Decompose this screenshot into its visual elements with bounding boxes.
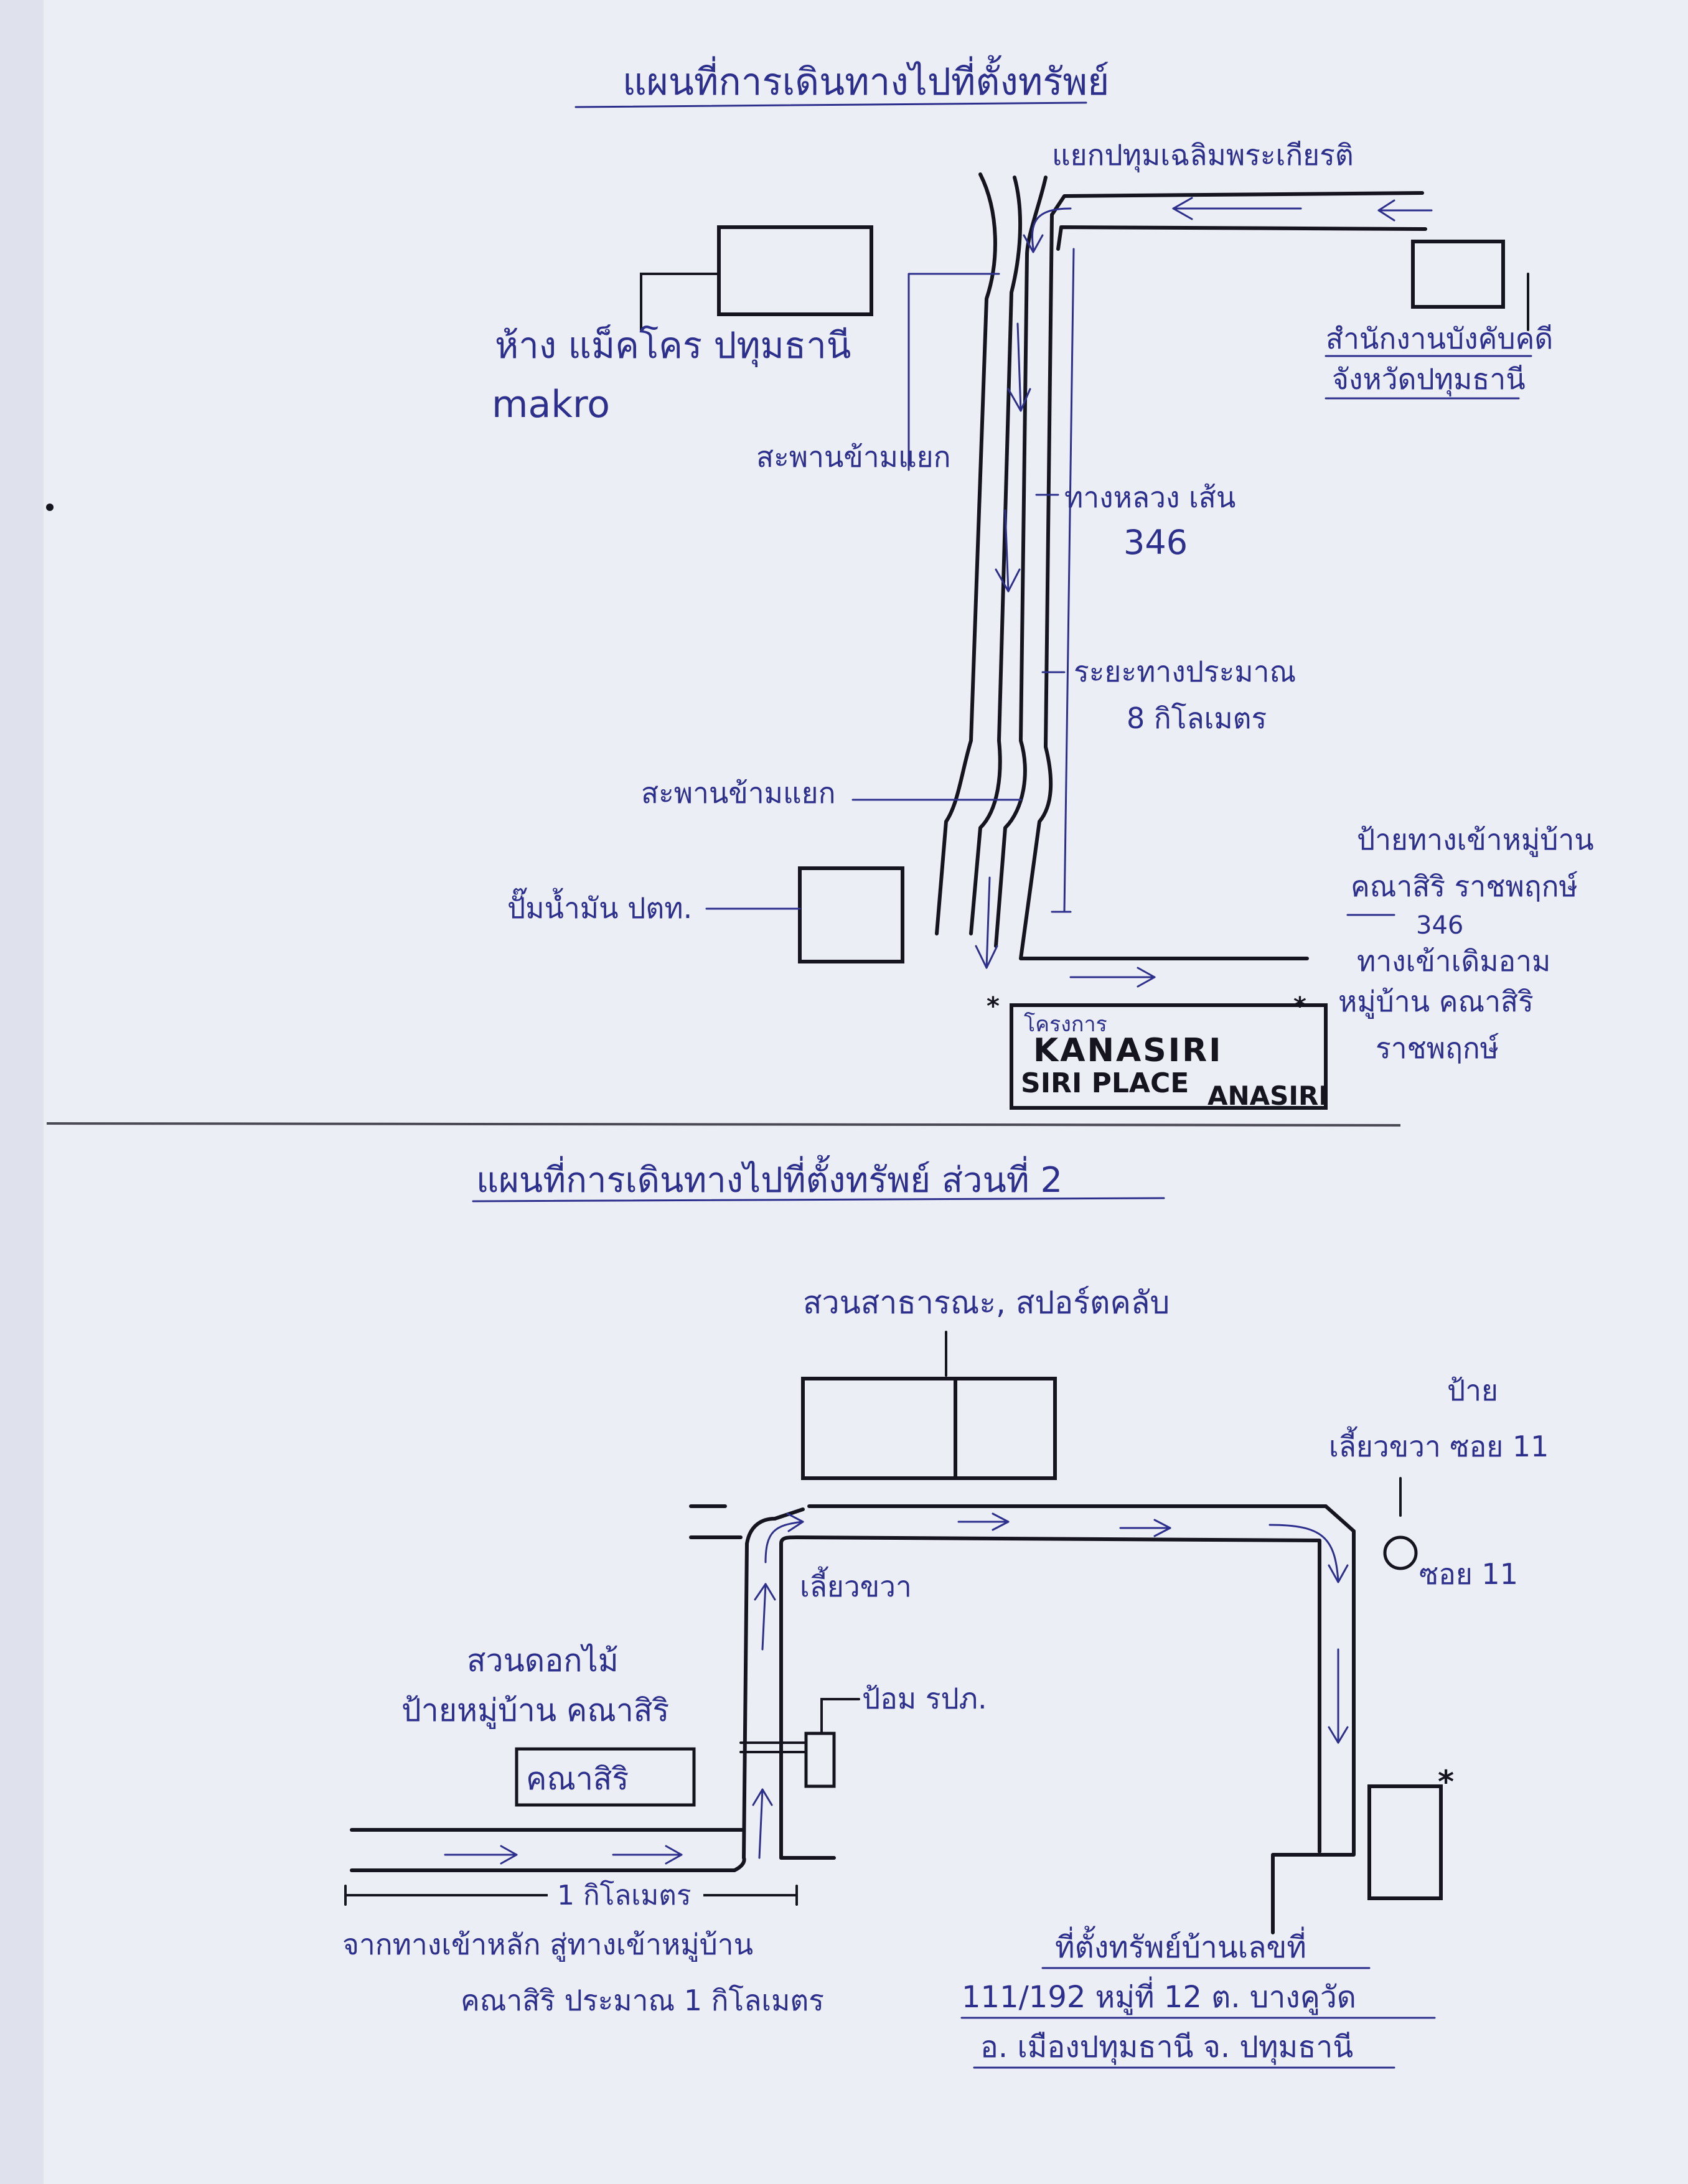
map2-title-underline (472, 1197, 1165, 1202)
makro-building (717, 225, 873, 316)
address-label-2: 111/192 หมู่ที่ 12 ต. บางคูวัด (962, 1976, 1356, 2015)
bridge1-leader (907, 273, 1000, 471)
sign-label-2: คณาสิริ ราชพฤกษ์ (1351, 869, 1578, 903)
project-name-2: SIRI PLACE (1021, 1067, 1189, 1099)
highway-right-inner (994, 176, 1048, 948)
guard-leader (820, 1698, 860, 1735)
guard-label: ป้อม รปภ. (862, 1682, 987, 1715)
arrow-turn-east (764, 1512, 804, 1563)
map-2: แผนที่การเดินทางไปที่ตั้งทรัพย์ ส่วนที่ … (342, 1155, 1549, 2069)
sign-label-3: 346 (1416, 911, 1463, 940)
project-name-1: KANASIRI (1033, 1032, 1223, 1069)
from-label-2: คณาสิริ ประมาณ 1 กิโลเมตร (461, 1984, 824, 2017)
distance-label-1: ระยะทางประมาณ (1074, 655, 1296, 688)
km-label: 1 กิโลเมตร (557, 1880, 691, 1911)
garden-label: สวนดอกไม้ (467, 1643, 619, 1679)
bridge2-label: สะพานข้ามแยก (641, 776, 835, 810)
arrow-turn-south-2 (1268, 1524, 1349, 1583)
asterisk-left: * (987, 992, 1000, 1021)
sign-label-4: ทางเข้าเดิมอาม (1357, 944, 1550, 978)
makro-leader (640, 273, 720, 331)
kanasiri-sign-text: คณาสิริ (526, 1761, 629, 1797)
park-label: สวนสาธารณะ, สปอร์ตคลับ (803, 1285, 1170, 1321)
soi-sign-label-2: เลี้ยวขวา ซอย 11 (1329, 1426, 1549, 1463)
map1-title-underline (574, 101, 1087, 108)
ptt-label: ปั๊มน้ำมัน ปตท. (507, 888, 692, 925)
property-asterisk: * (1438, 1764, 1454, 1800)
junction-road-lower (1056, 225, 1427, 251)
address-label-1: ที่ตั้งทรัพย์บ้านเลขที่ (1055, 1926, 1306, 1965)
paper-left-edge (0, 0, 44, 2184)
turn-right-label: เลี้ยวขวา (800, 1566, 912, 1603)
from-label-1: จากทางเข้าหลัก สู่ทางเข้าหมู่บ้าน (342, 1928, 753, 1962)
arrow-north-1 (752, 1788, 773, 1859)
sign-label-1: ป้ายทางเข้าหมู่บ้าน (1357, 823, 1594, 857)
road-top-lower (779, 1535, 1321, 1860)
road-right-outer (1271, 1504, 1356, 1934)
property-house (1367, 1784, 1443, 1900)
sign-label-5: หมู่บ้าน คณาสิริ (1338, 985, 1534, 1019)
arrow-west-2 (1377, 199, 1433, 222)
km-label-bg (548, 1880, 703, 1911)
asterisk-right: * (1293, 992, 1306, 1021)
kanasiri-sign-box (515, 1747, 696, 1807)
kanasiri-project (1010, 1003, 1328, 1110)
arrow-south-2 (995, 509, 1021, 593)
project-name-3: ANASIRI (1207, 1080, 1328, 1111)
office-label-2: จังหวัดปทุมธานี (1332, 362, 1526, 397)
arrow-south-1 (1007, 322, 1031, 412)
arrow-east-top-1 (957, 1512, 1010, 1531)
sign-label-6: ราชพฤกษ์ (1376, 1031, 1499, 1065)
guard-booth (804, 1732, 836, 1788)
arrow-east-top-2 (1119, 1519, 1171, 1537)
map1-junction-label: แยกปทุมเฉลิมพระเกียรติ (1052, 138, 1354, 173)
road-top-outer (742, 1507, 805, 1860)
arrow-east-main-1 (444, 1845, 518, 1865)
highway-number: 346 (1123, 523, 1188, 562)
fold-divider (46, 1122, 1401, 1127)
village-sign-label: ป้ายหมู่บ้าน คณาสิริ (401, 1692, 669, 1729)
project-small-label: โครงการ (1024, 1012, 1107, 1037)
bridge1-label: สะพานข้ามแยก (756, 440, 950, 474)
arrow-east-main-2 (612, 1845, 683, 1865)
distance-label-2: 8 กิโลเมตร (1127, 701, 1267, 735)
map1-title: แผนที่การเดินทางไปที่ตั้งทรัพย์ (622, 55, 1109, 104)
ptt-station (798, 866, 904, 963)
soi-sign-marker (1383, 1535, 1418, 1570)
highway-right-outer (1019, 213, 1309, 960)
address-label-3: อ. เมืองปทุมธานี จ. ปทุมธานี (980, 2030, 1353, 2065)
soi-sign-label-1: ป้าย (1447, 1374, 1498, 1407)
soi-label: ซอย 11 (1419, 1557, 1518, 1591)
makro-brand: makro (492, 383, 610, 426)
highway-bracket (1063, 248, 1075, 913)
map-1: แผนที่การเดินทางไปที่ตั้งทรัพย์ แยกปทุมเ… (492, 55, 1594, 1111)
office-building (1411, 240, 1505, 309)
arrow-east-bottom (1069, 967, 1156, 988)
arrow-south-soi (1328, 1648, 1349, 1744)
makro-label: ห้าง แม็คโคร ปทุมธานี (495, 324, 851, 368)
highway-left-outer (935, 172, 997, 935)
arrow-north-2 (754, 1583, 776, 1651)
office-label-1: สำนักงานบังคับคดี (1326, 322, 1553, 355)
arrow-turn-south (1023, 207, 1072, 253)
main-road-curve (733, 1856, 746, 1872)
arrow-west-1 (1172, 197, 1302, 220)
highway-label: ทางหลวง เส้น (1064, 480, 1236, 514)
junction-road-upper (1050, 191, 1424, 217)
park-block (801, 1377, 1057, 1480)
paper-speck (46, 504, 54, 511)
map2-title: แผนที่การเดินทางไปที่ตั้งทรัพย์ ส่วนที่ … (476, 1155, 1062, 1201)
arrow-south-3 (975, 876, 998, 969)
